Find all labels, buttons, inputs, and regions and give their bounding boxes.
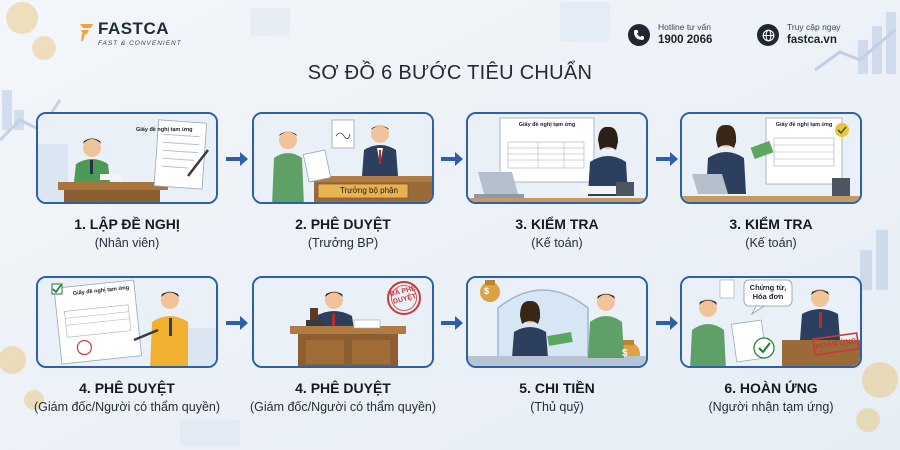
arrow-right-icon bbox=[656, 316, 678, 330]
step-card-3: Giấy đề nghị tạm ứng bbox=[466, 112, 648, 204]
step-6-title: 6. HOÀN ỨNG bbox=[724, 380, 818, 396]
hotline-number[interactable]: 1900 2066 bbox=[658, 34, 713, 46]
dollar-icon: $ bbox=[622, 348, 628, 359]
step-card-5: $ $ bbox=[466, 276, 648, 368]
cashier-payout-illustration bbox=[468, 278, 646, 366]
step-4-title: 4. PHÊ DUYỆT bbox=[79, 380, 175, 396]
employee-writing-illustration bbox=[38, 114, 216, 202]
step-card-3-alt: Giấy đề nghị tạm ứng bbox=[680, 112, 862, 204]
document-title: Giấy đề nghị tạm ứng bbox=[518, 122, 576, 128]
globe-icon bbox=[757, 24, 779, 46]
brand-logo[interactable]: FASTCA FAST & CONVENIENT bbox=[78, 20, 182, 47]
desk-nameplate: Trưởng bộ phận bbox=[340, 186, 398, 195]
step-5-subtitle: (Thủ quỹ) bbox=[530, 400, 584, 414]
document-title: Giấy đề nghị tạm ứng bbox=[775, 122, 833, 128]
step-1-subtitle: (Nhân viên) bbox=[94, 236, 160, 250]
arrow-right-icon bbox=[441, 316, 463, 330]
step-5-title: 5. CHI TIỀN bbox=[519, 380, 595, 396]
hotline-contact[interactable]: Hotline tư vấn 1900 2066 bbox=[628, 22, 712, 48]
step-card-2: Trưởng bộ phận bbox=[252, 112, 434, 204]
accountant-check-illustration bbox=[682, 114, 860, 202]
settlement-illustration bbox=[682, 278, 860, 366]
step-4-subtitle: (Giám đốc/Người có thẩm quyền) bbox=[33, 400, 221, 414]
step-card-4-alt: ĐÃ PHÊ DUYỆT bbox=[252, 276, 434, 368]
accountant-review-illustration bbox=[468, 114, 646, 202]
phone-icon bbox=[628, 24, 650, 46]
manager-approval-illustration bbox=[254, 114, 432, 202]
speech-bubble-line-1: Chứng từ, bbox=[749, 283, 787, 292]
step-6-subtitle: (Người nhận tạm ứng) bbox=[708, 400, 834, 414]
step-3-subtitle: (Kế toán) bbox=[531, 236, 583, 250]
speech-bubble-line-2: Hóa đơn bbox=[752, 292, 784, 301]
arrow-right-icon bbox=[226, 152, 248, 166]
website-label: Truy cập ngay bbox=[787, 22, 841, 32]
page-title: SƠ ĐỒ 6 BƯỚC TIÊU CHUẨN bbox=[307, 62, 593, 84]
step-2-title: 2. PHÊ DUYỆT bbox=[295, 216, 391, 232]
step-2-subtitle: (Trưởng BP) bbox=[307, 236, 379, 250]
hotline-label: Hotline tư vấn bbox=[658, 22, 711, 32]
website-contact[interactable]: Truy cập ngay fastca.vn bbox=[757, 22, 841, 48]
step-4b-title: 4. PHÊ DUYỆT bbox=[295, 380, 391, 396]
arrow-right-icon bbox=[441, 152, 463, 166]
step-card-4: Giấy đề nghị tạm ứng bbox=[36, 276, 218, 368]
brand-name: FASTCA bbox=[98, 19, 169, 38]
step-card-6: Chứng từ, Hóa đơn HOÀN ỨNG bbox=[680, 276, 862, 368]
arrow-right-icon bbox=[656, 152, 678, 166]
brand-tagline: FAST & CONVENIENT bbox=[98, 40, 182, 47]
director-stamp-illustration bbox=[254, 278, 432, 366]
director-signing-illustration bbox=[38, 278, 216, 366]
step-3-title: 3. KIỂM TRA bbox=[515, 216, 599, 232]
dollar-icon: $ bbox=[484, 286, 490, 296]
document-title: Giấy đề nghị tạm ứng bbox=[136, 127, 193, 133]
step-card-1: Giấy đề nghị tạm ứng bbox=[36, 112, 218, 204]
arrow-right-icon bbox=[226, 316, 248, 330]
step-3b-title: 3. KIỂM TRA bbox=[729, 216, 813, 232]
website-url[interactable]: fastca.vn bbox=[787, 34, 837, 46]
step-4b-subtitle: (Giám đốc/Người có thẩm quyền) bbox=[249, 400, 437, 414]
speech-bubble: Chứng từ, Hóa đơn bbox=[746, 283, 790, 301]
step-3b-subtitle: (Kế toán) bbox=[745, 236, 797, 250]
step-1-title: 1. LẬP ĐỀ NGHỊ bbox=[74, 216, 180, 232]
fastca-logo-icon bbox=[80, 24, 93, 41]
